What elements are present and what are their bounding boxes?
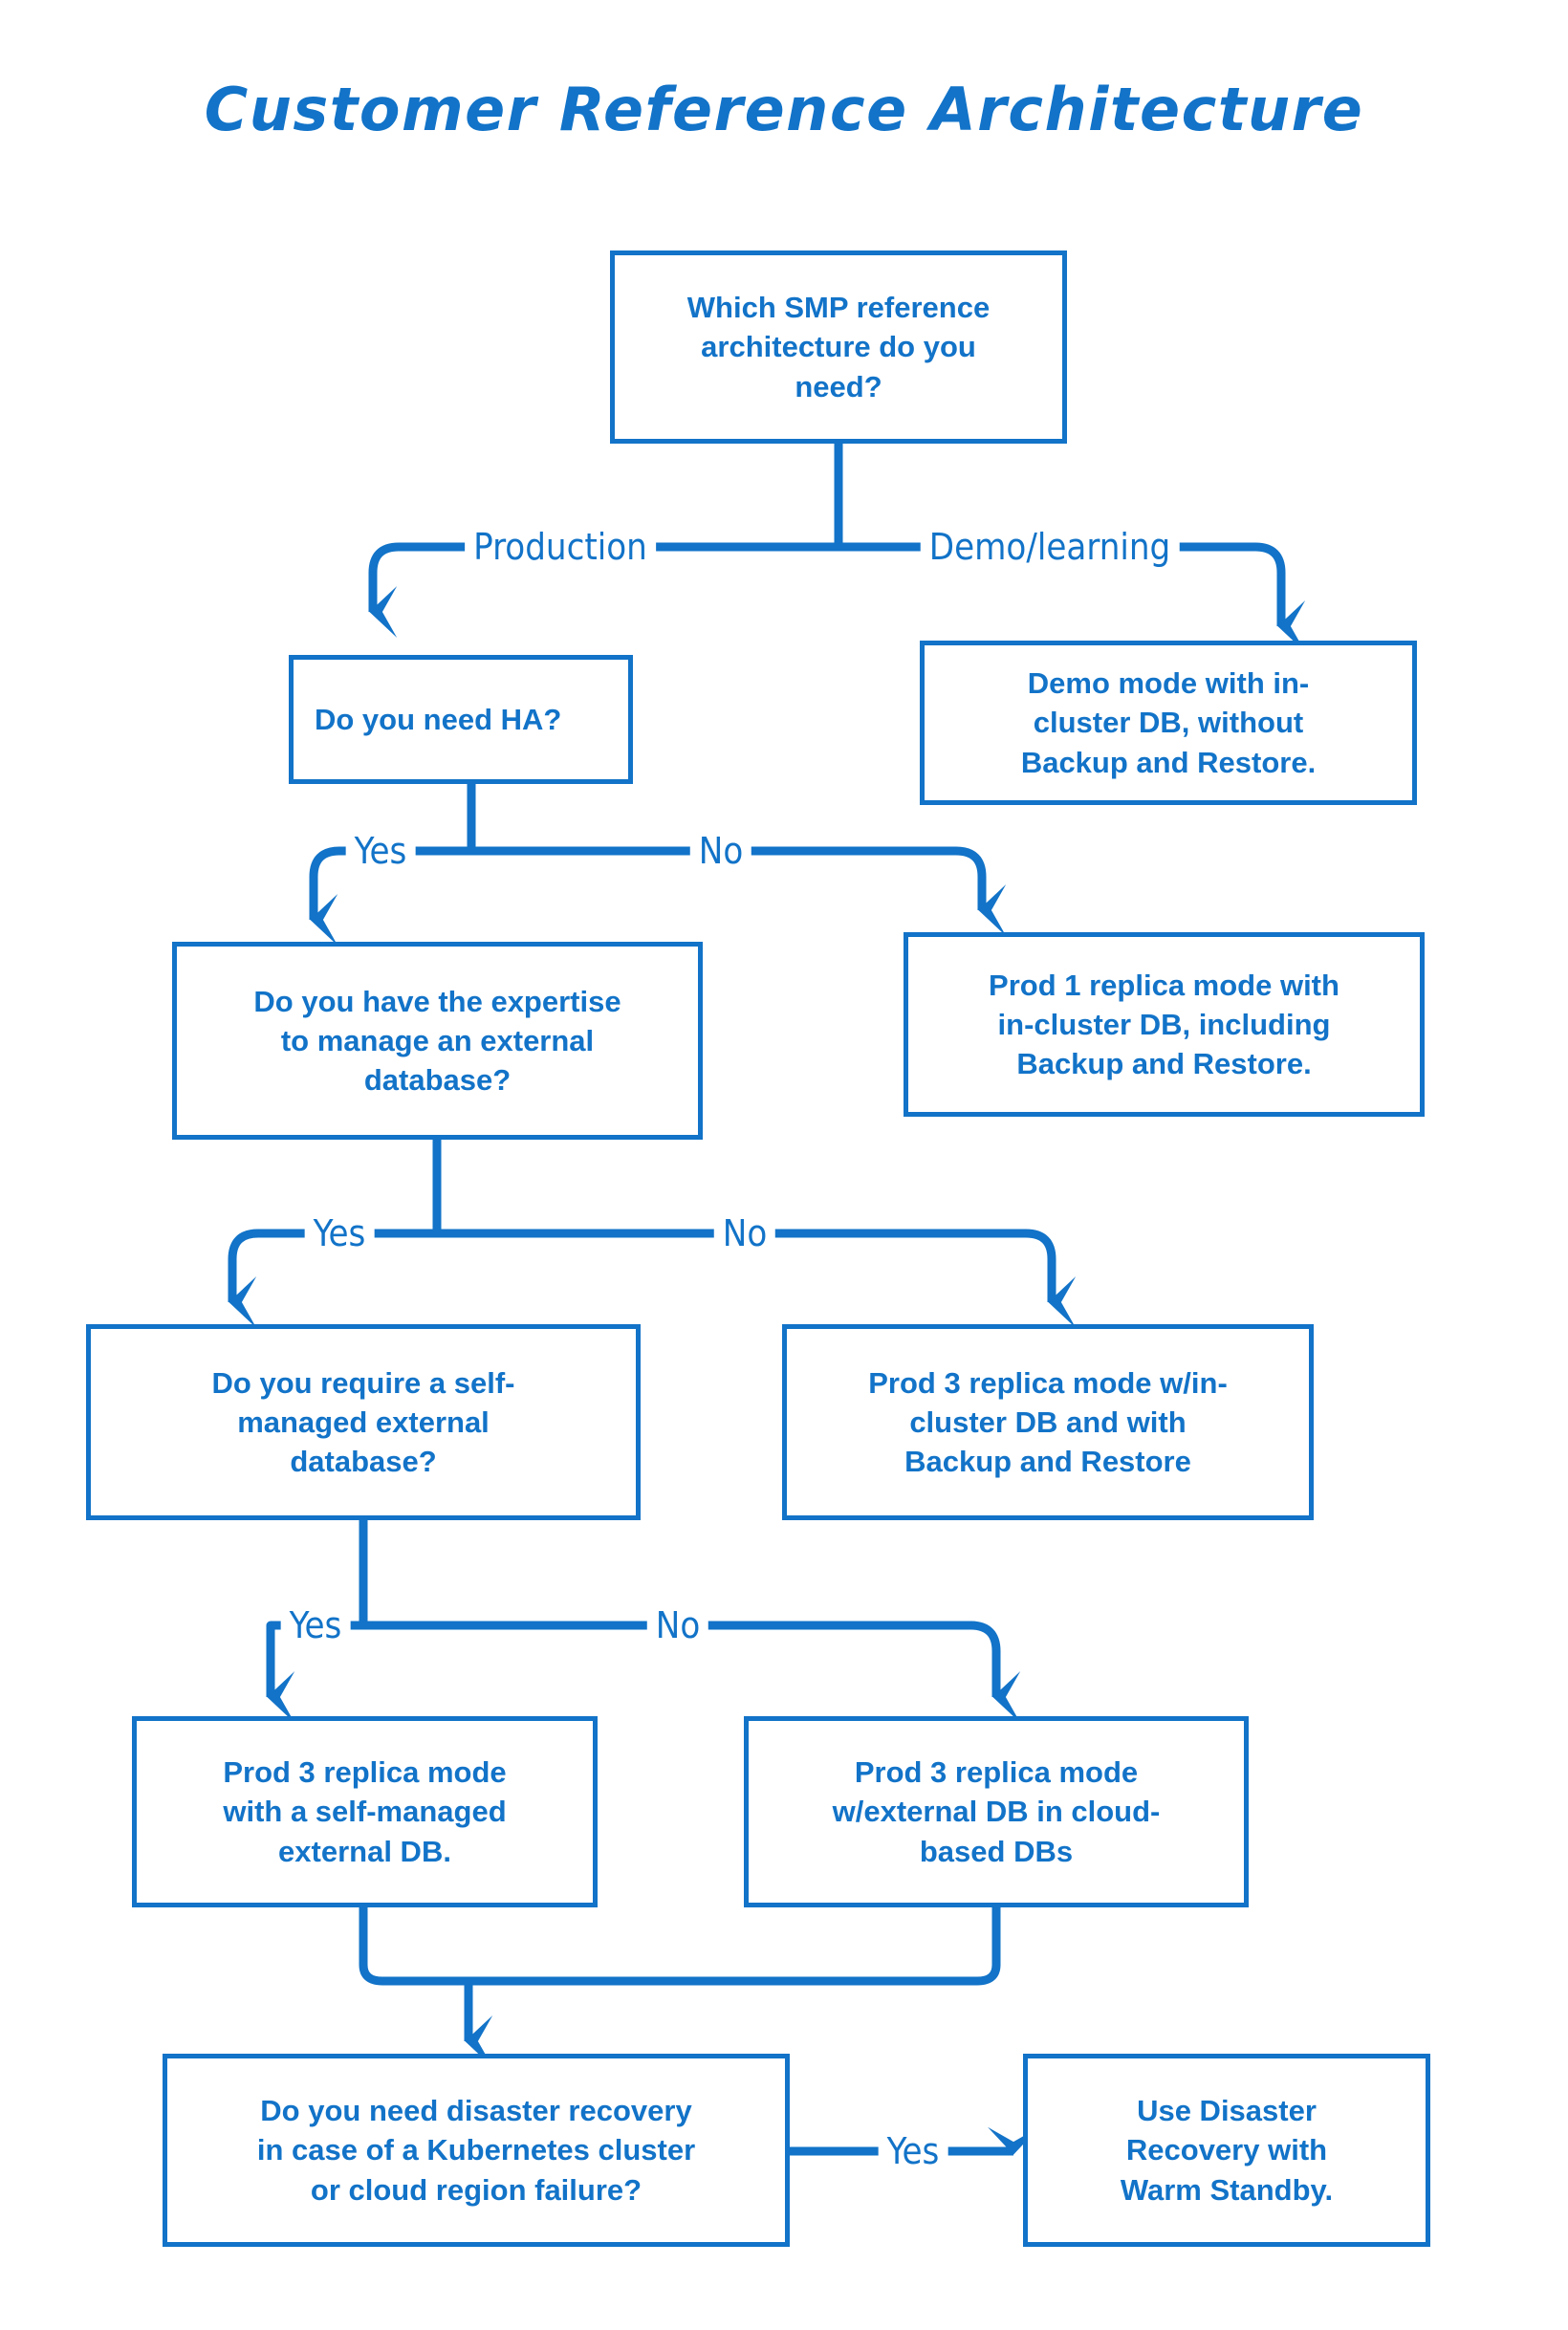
node-prod-3-replica-self-managed-external-db[interactable]: Prod 3 replica mode with a self-managed … [132,1716,598,1907]
node-demo-mode-in-cluster-db[interactable]: Demo mode with in- cluster DB, without B… [920,641,1417,805]
node-label: Prod 3 replica mode with a self-managed … [223,1755,507,1868]
edge-n9-to-n10 [468,1907,1001,1986]
node-label: Prod 1 replica mode with in-cluster DB, … [989,968,1339,1081]
node-do-you-have-expertise-external-db[interactable]: Do you have the expertise to manage an e… [172,942,703,1140]
node-label: Prod 3 replica mode w/in- cluster DB and… [868,1365,1228,1479]
node-label: Use Disaster Recovery with Warm Standby. [1120,2094,1334,2207]
node-prod-1-replica-mode[interactable]: Prod 1 replica mode with in-cluster DB, … [904,932,1425,1117]
page-title: Customer Reference Architecture [204,75,1364,144]
edge-label-expertise-yes: Yes [304,1215,375,1252]
edge-label-ha-no: No [689,833,752,869]
node-which-smp-reference-architecture[interactable]: Which SMP reference architecture do you … [610,250,1067,444]
node-do-you-need-disaster-recovery[interactable]: Do you need disaster recovery in case of… [163,2054,790,2247]
node-label: Demo mode with in- cluster DB, without B… [1020,666,1317,779]
edge-label-selfmanaged-no: No [646,1607,709,1644]
node-label: Which SMP reference architecture do you … [686,291,991,403]
edge-label-expertise-no: No [713,1215,776,1252]
edge-n8-to-n10 [359,1907,468,1986]
node-label: Do you need disaster recovery in case of… [256,2094,696,2207]
edge-label-demo-learning: Demo/learning [920,529,1180,565]
edge-label-selfmanaged-yes: Yes [280,1607,351,1644]
node-do-you-need-ha[interactable]: Do you need HA? [289,655,633,784]
node-label: Do you require a self- managed external … [211,1365,515,1479]
node-use-disaster-recovery-warm-standby[interactable]: Use Disaster Recovery with Warm Standby. [1023,2054,1430,2247]
edge-label-dr-yes: Yes [878,2133,948,2169]
edge-label-production: Production [465,529,656,565]
edge-label-ha-yes: Yes [345,833,416,869]
node-do-you-require-self-managed-external-db[interactable]: Do you require a self- managed external … [86,1324,641,1520]
node-label: Do you have the expertise to manage an e… [253,984,621,1098]
node-prod-3-replica-in-cluster-db[interactable]: Prod 3 replica mode w/in- cluster DB and… [782,1324,1314,1520]
node-label: Do you need HA? [315,702,562,736]
node-prod-3-replica-cloud-based-db[interactable]: Prod 3 replica mode w/external DB in clo… [744,1716,1249,1907]
node-label: Prod 3 replica mode w/external DB in clo… [832,1755,1161,1868]
